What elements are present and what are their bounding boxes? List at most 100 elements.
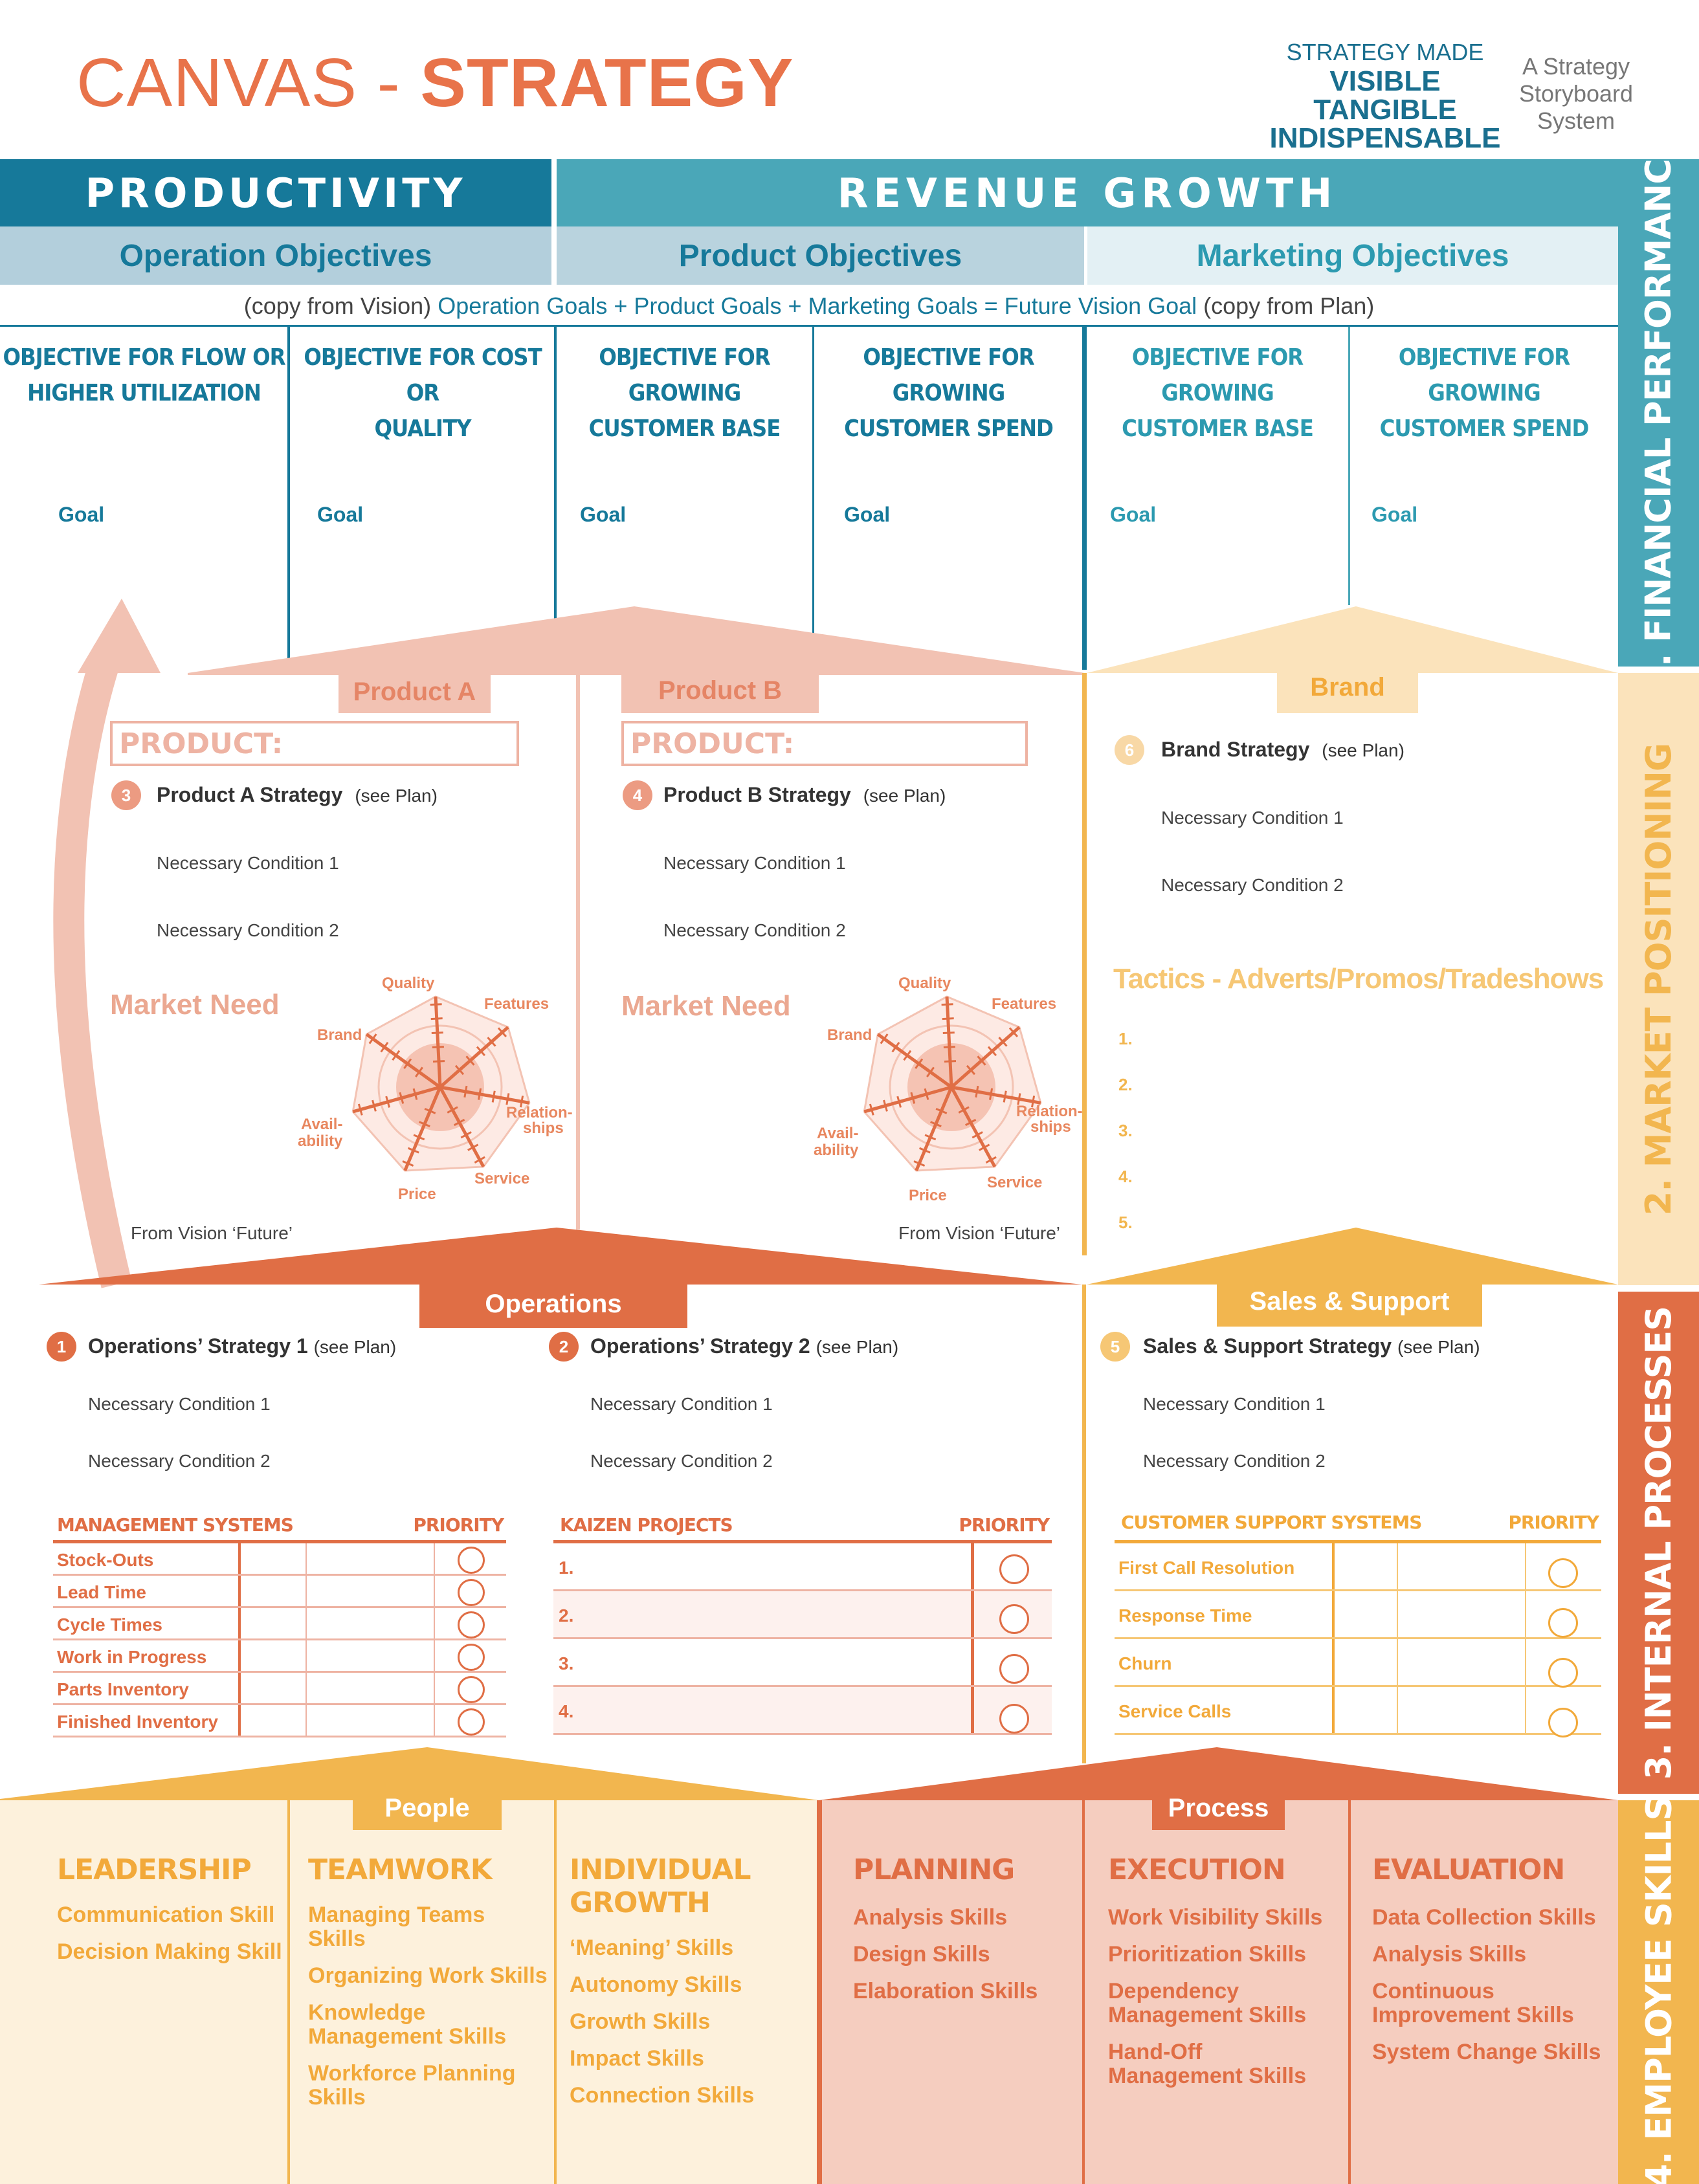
product-divider (576, 673, 580, 1230)
skill-column-head: TEAMWORK (308, 1853, 493, 1886)
priority-circle[interactable] (999, 1654, 1029, 1684)
radar-tick (1003, 1090, 1007, 1103)
radar-tick (460, 1131, 472, 1139)
priority-circle[interactable] (458, 1676, 485, 1703)
radar-tick (415, 1066, 423, 1077)
radar-tick (918, 1147, 931, 1154)
tactic-item[interactable]: 5. (1118, 1213, 1133, 1232)
priority-circle[interactable] (1548, 1608, 1578, 1638)
tactic-item[interactable]: 4. (1118, 1167, 1133, 1186)
objective-title-line: OBJECTIVE FOR FLOW OR (3, 344, 285, 371)
priority-circle[interactable] (458, 1644, 485, 1671)
objective-goal: Goal (1371, 503, 1418, 526)
radar-tick (505, 1093, 510, 1105)
skill-item: Growth Skills (570, 2009, 711, 2034)
tactic-item[interactable]: 2. (1118, 1075, 1133, 1094)
skills-divider (1348, 1800, 1351, 2184)
product-b-market-need: Market Need (621, 990, 791, 1022)
priority-circle[interactable] (1548, 1708, 1578, 1737)
page-title: CANVAS - STRATEGY (76, 44, 794, 122)
skill-item: Work Visibility Skills (1108, 1905, 1323, 1930)
priority-circle[interactable] (999, 1604, 1029, 1634)
product-b-name-label: PRODUCT: (630, 727, 795, 760)
product-b-name-field[interactable]: PRODUCT: (621, 721, 1028, 766)
brand-arrow (1087, 606, 1618, 673)
brand-divider (1082, 673, 1087, 1255)
skill-column-head: EVALUATION (1372, 1853, 1565, 1886)
operations-strategy-1-label: Operations’ Strategy 1 (88, 1334, 308, 1358)
table-row: Stock-Outs (53, 1543, 506, 1576)
row-label: Parts Inventory (57, 1679, 189, 1699)
skill-item: Continuous Improvement Skills (1372, 1979, 1574, 2027)
product-objectives-band: Product Objectives (557, 226, 1084, 285)
radar-tick (869, 1103, 874, 1116)
priority-circle[interactable] (999, 1554, 1029, 1584)
priority-circle[interactable] (458, 1579, 485, 1606)
radar-label-brand: Brand (317, 1026, 362, 1044)
radar-tick (924, 1088, 929, 1100)
radar-axis (951, 1085, 1041, 1105)
skill-item: Autonomy Skills (570, 1972, 742, 1997)
priority-circle[interactable] (458, 1708, 485, 1736)
radar-tick (989, 1088, 994, 1100)
product-a-strategy: Product A Strategy (see Plan) (157, 783, 438, 807)
row-label: Lead Time (57, 1582, 146, 1602)
skill-item: Decision Making Skill (57, 1939, 282, 1964)
product-a-tab-label: Product A (353, 677, 476, 706)
product-b-condition-1: Necessary Condition 1 (663, 853, 846, 873)
sidebar-financial-performance: 1. FINANCIAL PERFORMANCE (1618, 136, 1699, 690)
people-arrow (0, 1747, 819, 1800)
skills-divider (1082, 1800, 1085, 2184)
radar-tick (402, 1160, 414, 1167)
radar-tick (965, 1118, 977, 1127)
table-row[interactable]: 4. (553, 1687, 1052, 1735)
radar-tick (987, 1046, 997, 1057)
skills-divider (554, 1800, 557, 2184)
radar-tick (454, 1064, 465, 1075)
skill-column-leadership: LEADERSHIP Communication Skill Decision … (57, 1853, 283, 1964)
table-row: Cycle Times (53, 1608, 506, 1640)
kaizen-rows: 1. 2. 3. 4. (553, 1543, 1052, 1735)
table-row: Lead Time (53, 1576, 506, 1608)
brand-condition-2: Necessary Condition 2 (1161, 875, 1344, 895)
radar-tick (368, 1033, 377, 1044)
priority-circle[interactable] (999, 1704, 1029, 1734)
objective-title-line: OBJECTIVE FOR GROWING (1131, 344, 1304, 406)
product-b-badge: 4 (623, 780, 652, 810)
skill-column-execution: EXECUTION Work Visibility Skills Priorit… (1108, 1853, 1341, 2088)
table-row[interactable]: 1. (553, 1543, 1052, 1591)
table-row[interactable]: 3. (553, 1639, 1052, 1687)
priority-circle[interactable] (1548, 1558, 1578, 1588)
objective-title-line: OBJECTIVE FOR COST OR (304, 344, 542, 406)
tagline-line-2: VISIBLE (1329, 65, 1441, 97)
tactic-item[interactable]: 1. (1118, 1029, 1133, 1048)
brand-strategy-label: Brand Strategy (1161, 738, 1310, 761)
objective-title-line: OBJECTIVE FOR GROWING (863, 344, 1034, 406)
radar-tick (357, 1103, 363, 1116)
radar-tick (413, 1134, 425, 1141)
skills-divider (287, 1800, 290, 2184)
row-label: Service Calls (1118, 1701, 1232, 1721)
tactic-item[interactable]: 3. (1118, 1121, 1133, 1140)
skill-item: Analysis Skills (853, 1905, 1008, 1930)
product-a-condition-1: Necessary Condition 1 (157, 853, 339, 873)
skill-item: Communication Skill (57, 1903, 275, 1927)
priority-circle[interactable] (458, 1611, 485, 1638)
radar-tick (372, 1099, 377, 1112)
priority-circle[interactable] (458, 1547, 485, 1574)
product-a-name-field[interactable]: PRODUCT: (110, 721, 519, 766)
product-b-see-plan: (see Plan) (863, 786, 946, 806)
radar-tick (977, 1055, 986, 1066)
radar-tick (926, 1066, 935, 1077)
goal-formula: (copy from Vision) Operation Goals + Pro… (0, 287, 1618, 325)
radar-tick (407, 1147, 419, 1154)
radar-tick (1017, 1093, 1021, 1105)
product-objectives-label: Product Objectives (678, 238, 962, 273)
kaizen-priority-label: PRIORITY (959, 1514, 1050, 1536)
priority-circle[interactable] (1548, 1658, 1578, 1688)
radar-tick (403, 1058, 412, 1069)
skill-item: Workforce Planning Skills (308, 2061, 516, 2110)
radar-tick (419, 1121, 430, 1128)
table-row[interactable]: 2. (553, 1591, 1052, 1639)
